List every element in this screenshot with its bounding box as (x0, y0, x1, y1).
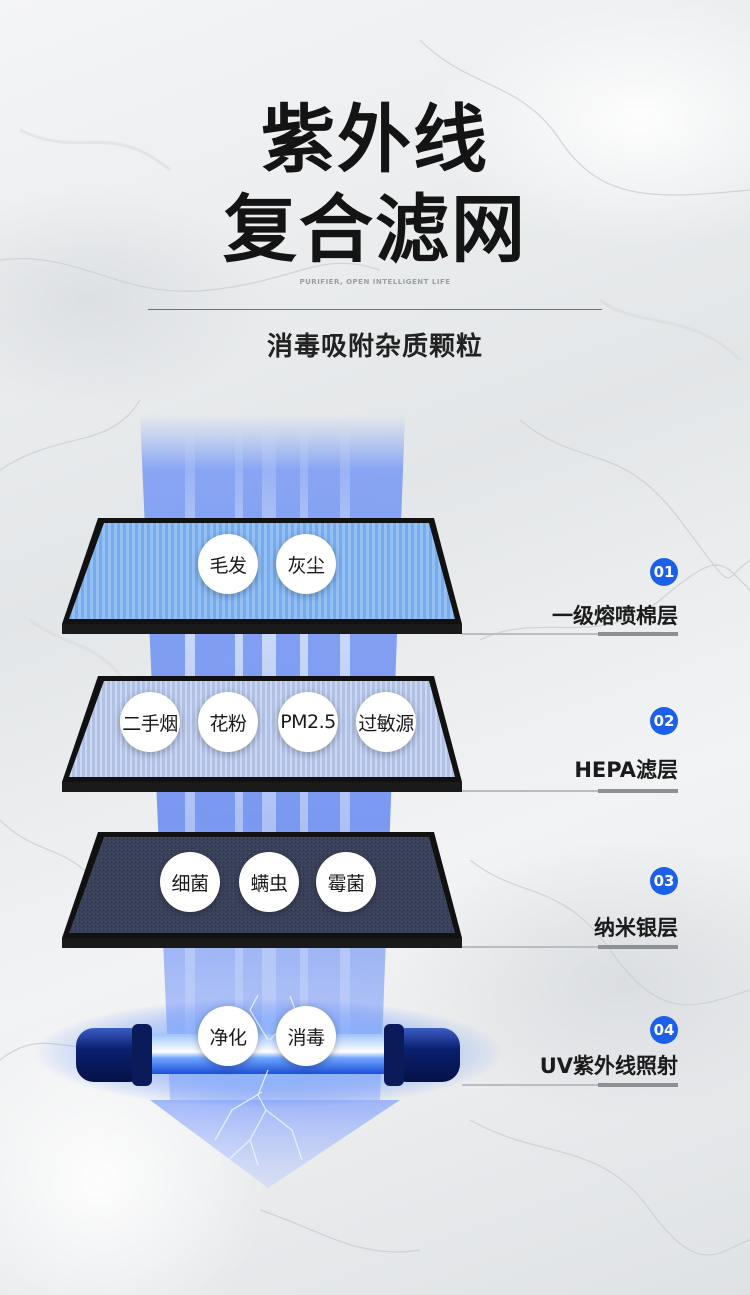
step-number-2: 02 (650, 707, 678, 735)
tag-dust: 灰尘 (276, 534, 336, 594)
uv-lamp (33, 994, 503, 1166)
tag-mites: 螨虫 (239, 852, 299, 912)
step-label-2: HEPA滤层 (574, 758, 678, 782)
step-label-4: UV紫外线照射 (539, 1054, 678, 1078)
step-line-4 (462, 1083, 678, 1087)
step-line-2 (462, 789, 678, 793)
step-label-1: 一级熔喷棉层 (552, 604, 678, 628)
page-title-line1: 紫外线 (261, 97, 489, 183)
tag-hair: 毛发 (198, 534, 258, 594)
page-title-line2: 复合滤网 (223, 187, 527, 273)
tag-purify: 净化 (198, 1006, 258, 1066)
step-label-3: 纳米银层 (594, 916, 678, 940)
step-line-1 (462, 632, 678, 636)
tag-second-hand-smoke: 二手烟 (120, 692, 180, 752)
tag-pollen: 花粉 (198, 692, 258, 752)
title-divider (148, 309, 602, 310)
step-number-1: 01 (650, 558, 678, 586)
tag-bacteria: 细菌 (160, 852, 220, 912)
subtitle: 消毒吸附杂质颗粒 (266, 332, 483, 362)
step-line-3 (462, 945, 678, 949)
tag-mold: 霉菌 (316, 852, 376, 912)
tag-allergen: 过敏源 (356, 692, 416, 752)
step-number-3: 03 (650, 867, 678, 895)
tag-pm25: PM2.5 (278, 692, 338, 752)
tag-sterilize: 消毒 (276, 1006, 336, 1066)
tagline: PURIFIER, OPEN INTELLIGENT LIFE (299, 278, 451, 286)
filter-layer-1 (62, 518, 462, 634)
step-number-4: 04 (650, 1016, 678, 1044)
arrow-head (150, 1100, 400, 1188)
